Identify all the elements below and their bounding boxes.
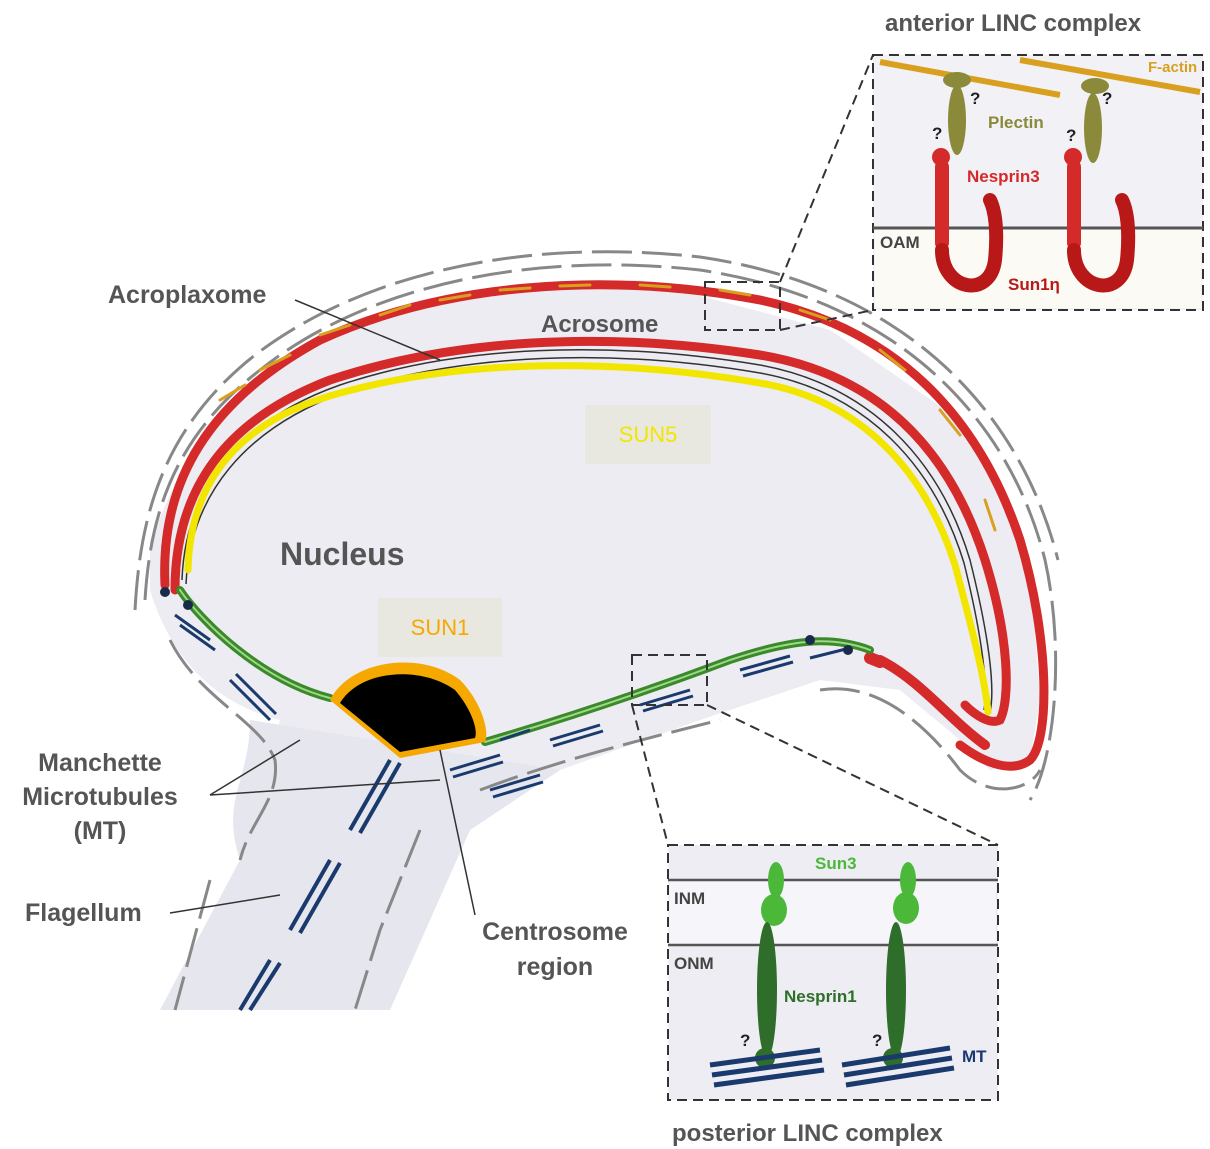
nucleus-label: Nucleus — [280, 538, 404, 570]
question-2: ? — [932, 125, 942, 142]
flagellum-label: Flagellum — [25, 901, 142, 926]
manchette-line-3: (MT) — [10, 814, 190, 848]
acrosome-label: Acrosome — [541, 313, 658, 337]
centrosome-line-1: Centrosome — [465, 915, 645, 950]
posterior-title: posterior LINC complex — [672, 1120, 943, 1148]
question-4: ? — [1066, 127, 1076, 144]
centrosome-line-2: region — [465, 950, 645, 985]
onm-label: ONM — [674, 955, 714, 972]
question-3: ? — [1102, 90, 1112, 107]
sun5-tag: SUN5 — [585, 405, 711, 464]
question-1: ? — [970, 90, 980, 107]
plectin-label: Plectin — [988, 114, 1044, 131]
sun3-label: Sun3 — [815, 855, 857, 872]
manchette-line-1: Manchette — [10, 746, 190, 780]
nesprin1-label: Nesprin1 — [784, 988, 857, 1005]
inm-label: INM — [674, 890, 705, 907]
acroplaxome-label: Acroplaxome — [108, 283, 266, 308]
question-6: ? — [872, 1032, 882, 1049]
factin-label: F-actin — [1148, 60, 1197, 75]
manchette-label: Manchette Microtubules (MT) — [10, 746, 190, 848]
oam-label: OAM — [880, 234, 920, 251]
anterior-title: anterior LINC complex — [885, 10, 1141, 38]
mt-label: MT — [962, 1048, 987, 1065]
sun1eta-label: Sun1η — [1008, 276, 1060, 293]
nesprin3-label: Nesprin3 — [967, 168, 1040, 185]
manchette-line-2: Microtubules — [10, 780, 190, 814]
posterior-inset — [668, 845, 998, 1100]
question-5: ? — [740, 1032, 750, 1049]
centrosome-label: Centrosome region — [465, 915, 645, 985]
sun1-tag: SUN1 — [378, 598, 502, 657]
